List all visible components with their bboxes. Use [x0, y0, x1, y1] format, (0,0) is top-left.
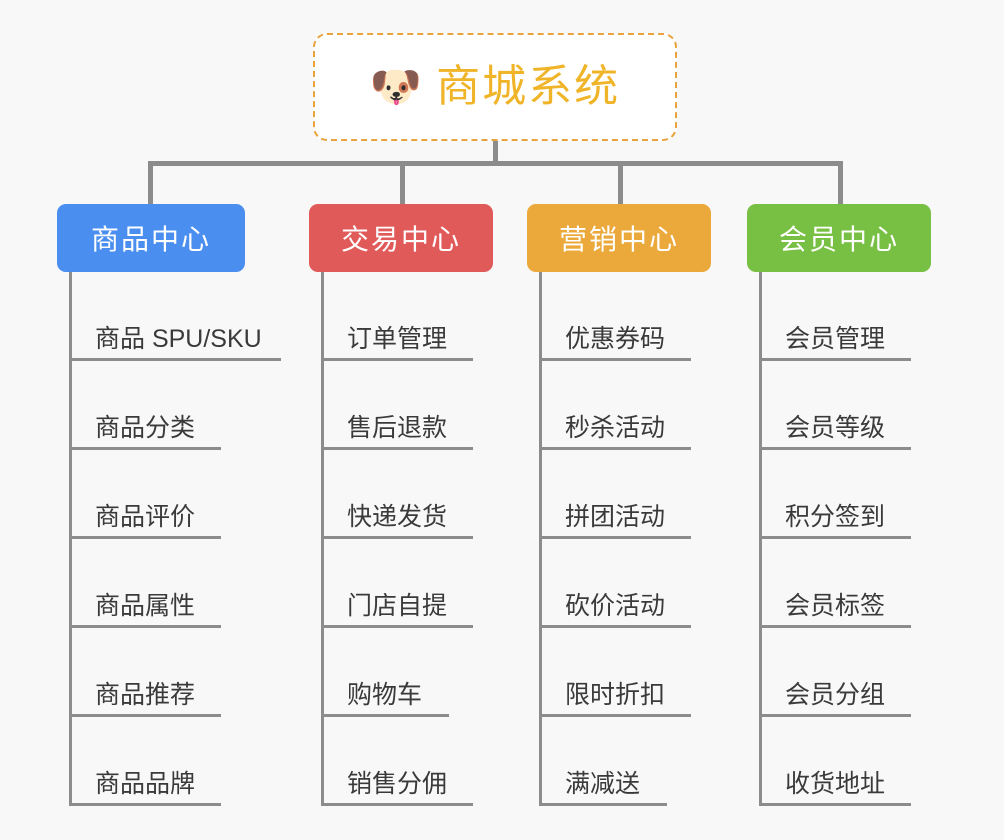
dog-face-icon: 🐶 — [369, 63, 423, 110]
leaf-underline — [321, 358, 473, 361]
leaf-underline — [759, 536, 911, 539]
leaf-item[interactable]: 拼团活动 — [539, 450, 711, 539]
branch-header-1[interactable]: 商品中心 — [57, 204, 245, 272]
branch-header-3[interactable]: 营销中心 — [527, 204, 711, 272]
leaf-underline — [539, 803, 667, 806]
leaf-label: 商品品牌 — [95, 769, 196, 798]
leaf-label: 商品评价 — [95, 502, 196, 531]
leaf-underline — [759, 803, 911, 806]
leaf-label: 购物车 — [347, 680, 423, 709]
leaf-item[interactable]: 优惠券码 — [539, 272, 711, 361]
leaf-underline — [539, 447, 691, 450]
leaf-label: 商品属性 — [95, 591, 196, 620]
leaf-underline — [69, 358, 281, 361]
leaf-underline — [539, 625, 691, 628]
leaf-list: 优惠券码秒杀活动拼团活动砍价活动限时折扣满减送 — [527, 272, 711, 806]
tree-spine — [321, 272, 324, 806]
branch-header-2[interactable]: 交易中心 — [309, 204, 493, 272]
leaf-item[interactable]: 积分签到 — [759, 450, 931, 539]
leaf-item[interactable]: 快递发货 — [321, 450, 493, 539]
leaf-underline — [539, 714, 691, 717]
leaf-label: 商品 SPU/SKU — [95, 324, 262, 353]
leaf-label: 收货地址 — [785, 769, 886, 798]
leaf-label: 拼团活动 — [565, 502, 666, 531]
leaf-label: 满减送 — [565, 769, 641, 798]
leaf-list: 会员管理会员等级积分签到会员标签会员分组收货地址 — [747, 272, 931, 806]
leaf-item[interactable]: 订单管理 — [321, 272, 493, 361]
leaf-underline — [321, 714, 449, 717]
leaf-underline — [69, 803, 221, 806]
leaf-item[interactable]: 砍价活动 — [539, 539, 711, 628]
leaf-label: 订单管理 — [347, 324, 448, 353]
tree-spine — [759, 272, 762, 806]
connector-stem — [493, 141, 498, 163]
leaf-item[interactable]: 商品推荐 — [69, 628, 245, 717]
leaf-item[interactable]: 商品属性 — [69, 539, 245, 628]
connector-drop — [838, 161, 843, 206]
leaf-item[interactable]: 会员等级 — [759, 361, 931, 450]
leaf-underline — [321, 447, 473, 450]
leaf-underline — [759, 714, 911, 717]
branch-column: 会员中心会员管理会员等级积分签到会员标签会员分组收货地址 — [747, 204, 931, 806]
connector-drop — [400, 161, 405, 206]
leaf-underline — [321, 803, 473, 806]
leaf-item[interactable]: 商品 SPU/SKU — [69, 272, 281, 361]
root-node[interactable]: 🐶 商城系统 — [313, 33, 677, 141]
leaf-item[interactable]: 秒杀活动 — [539, 361, 711, 450]
leaf-underline — [759, 447, 911, 450]
leaf-item[interactable]: 商品评价 — [69, 450, 245, 539]
leaf-item[interactable]: 会员分组 — [759, 628, 931, 717]
leaf-label: 商品分类 — [95, 413, 196, 442]
leaf-label: 商品推荐 — [95, 680, 196, 709]
tree-spine — [539, 272, 542, 806]
branch-header-4[interactable]: 会员中心 — [747, 204, 931, 272]
leaf-underline — [759, 625, 911, 628]
leaf-underline — [69, 536, 221, 539]
leaf-item[interactable]: 门店自提 — [321, 539, 493, 628]
leaf-item[interactable]: 购物车 — [321, 628, 493, 717]
leaf-underline — [759, 358, 911, 361]
leaf-label: 门店自提 — [347, 591, 448, 620]
leaf-label: 会员分组 — [785, 680, 886, 709]
leaf-item[interactable]: 会员标签 — [759, 539, 931, 628]
root-title: 商城系统 — [436, 62, 621, 111]
leaf-item[interactable]: 收货地址 — [759, 717, 931, 806]
branch-column: 营销中心优惠券码秒杀活动拼团活动砍价活动限时折扣满减送 — [527, 204, 711, 806]
leaf-item[interactable]: 商品品牌 — [69, 717, 245, 806]
branch-column: 交易中心订单管理售后退款快递发货门店自提购物车销售分佣 — [309, 204, 493, 806]
leaf-label: 优惠券码 — [565, 324, 666, 353]
leaf-label: 快递发货 — [347, 502, 448, 531]
connector-drop — [618, 161, 623, 206]
leaf-list: 订单管理售后退款快递发货门店自提购物车销售分佣 — [309, 272, 493, 806]
leaf-label: 售后退款 — [347, 413, 448, 442]
leaf-underline — [539, 358, 691, 361]
connector-bus — [149, 161, 840, 166]
leaf-label: 销售分佣 — [347, 769, 448, 798]
branch-column: 商品中心商品 SPU/SKU 商品分类商品评价商品属性商品推荐商品品牌 — [57, 204, 281, 806]
leaf-label: 秒杀活动 — [565, 413, 666, 442]
leaf-underline — [69, 625, 221, 628]
leaf-underline — [321, 536, 473, 539]
leaf-label: 会员标签 — [785, 591, 886, 620]
leaf-item[interactable]: 限时折扣 — [539, 628, 711, 717]
leaf-label: 砍价活动 — [565, 591, 666, 620]
tree-spine — [69, 272, 72, 806]
leaf-underline — [69, 714, 221, 717]
leaf-list: 商品 SPU/SKU 商品分类商品评价商品属性商品推荐商品品牌 — [57, 272, 281, 806]
leaf-label: 会员等级 — [785, 413, 886, 442]
leaf-label: 会员管理 — [785, 324, 886, 353]
leaf-item[interactable]: 商品分类 — [69, 361, 245, 450]
leaf-item[interactable]: 销售分佣 — [321, 717, 493, 806]
leaf-label: 限时折扣 — [565, 680, 666, 709]
leaf-underline — [69, 447, 221, 450]
leaf-item[interactable]: 会员管理 — [759, 272, 931, 361]
connector-drop — [148, 161, 153, 206]
leaf-underline — [539, 536, 691, 539]
leaf-item[interactable]: 售后退款 — [321, 361, 493, 450]
leaf-underline — [321, 625, 473, 628]
leaf-item[interactable]: 满减送 — [539, 717, 711, 806]
leaf-label: 积分签到 — [785, 502, 886, 531]
